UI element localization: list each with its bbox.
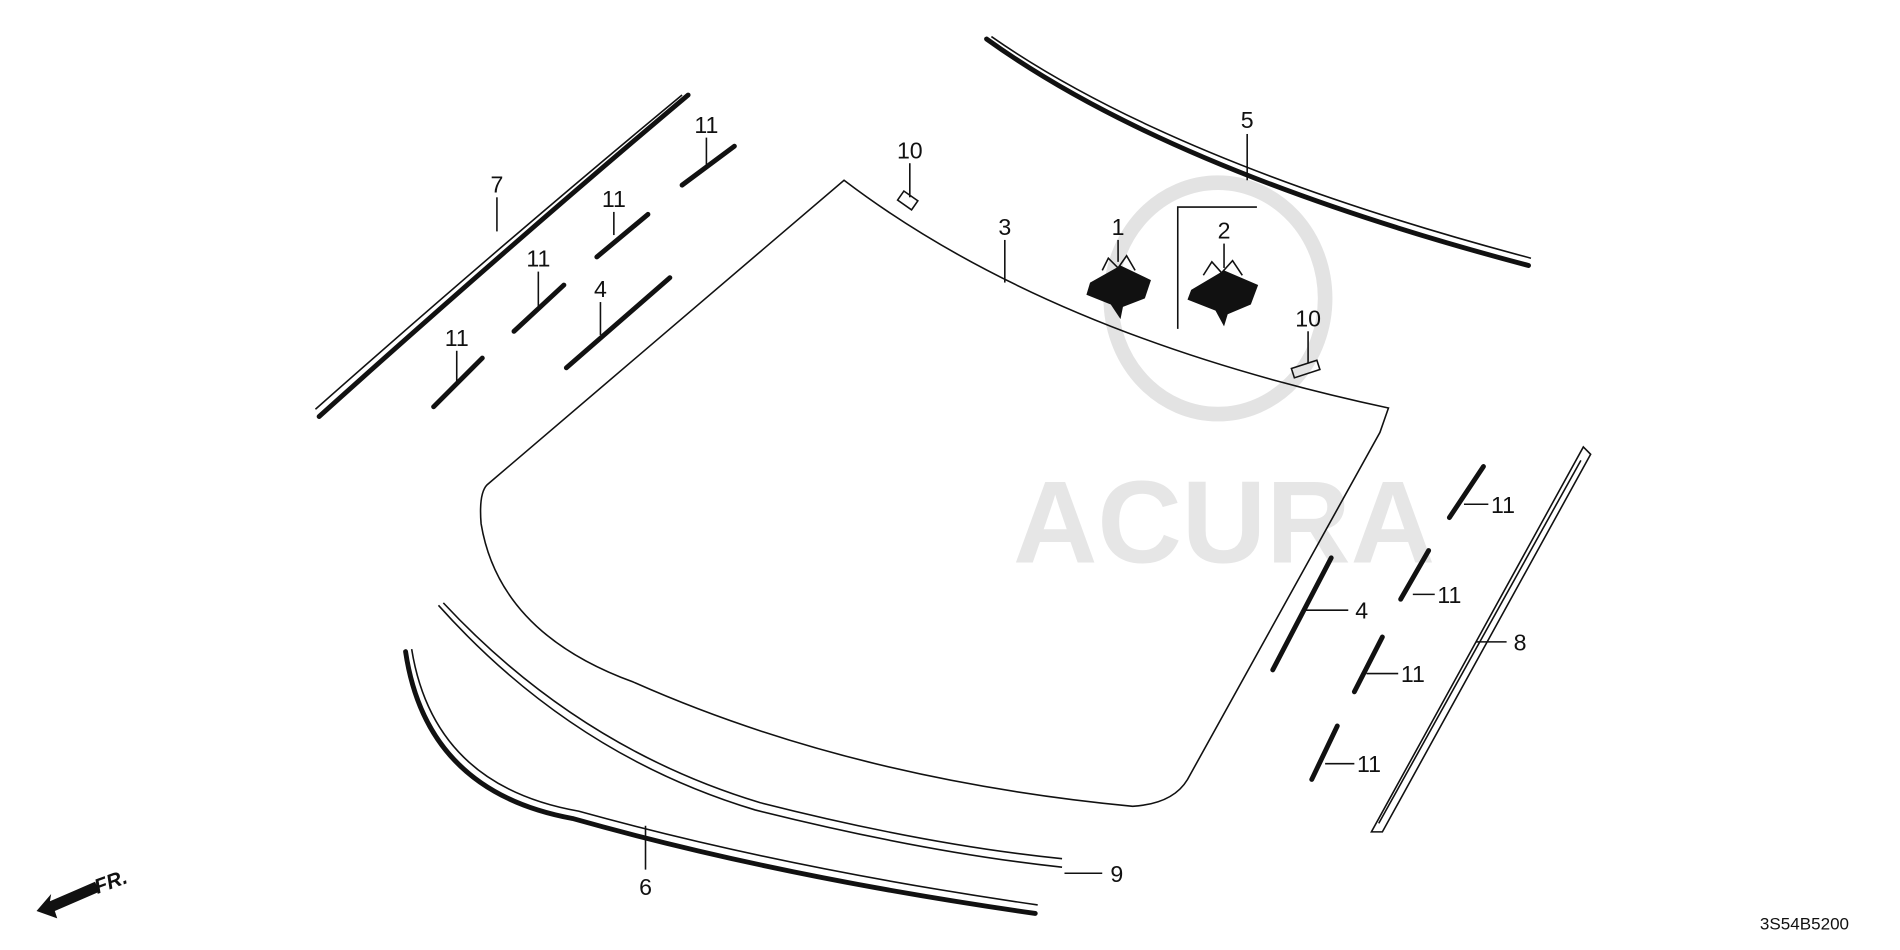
part-10-pad-left[interactable] <box>896 189 919 211</box>
part-10-pad-right[interactable] <box>1290 359 1321 379</box>
part-11-fastener[interactable] <box>1398 548 1432 602</box>
label-part-11: 11 <box>1401 661 1425 687</box>
label-part-11: 11 <box>1357 751 1381 777</box>
label-part-1: 1 <box>1112 214 1125 240</box>
diagram-code: 3S54B5200 <box>1760 914 1849 933</box>
label-part-4-left: 4 <box>594 276 607 302</box>
label-part-7: 7 <box>490 171 503 197</box>
part-4-right-spacer[interactable] <box>1270 555 1334 673</box>
part-9-dam-rubber[interactable] <box>437 602 1063 868</box>
label-part-10-right: 10 <box>1295 305 1321 331</box>
label-part-11: 11 <box>602 186 626 212</box>
label-part-11: 11 <box>526 246 550 272</box>
label-part-11: 11 <box>1437 582 1461 608</box>
acura-watermark: ACURA <box>1013 175 1435 588</box>
part-11-fastener[interactable] <box>431 355 485 410</box>
front-direction-indicator: FR. <box>36 866 130 919</box>
part-11-fastener[interactable] <box>679 143 737 188</box>
part-11-fastener[interactable] <box>594 211 651 260</box>
label-part-6: 6 <box>639 874 652 900</box>
label-part-5: 5 <box>1241 107 1254 133</box>
label-part-11: 11 <box>694 112 718 138</box>
label-part-4-right: 4 <box>1355 598 1368 624</box>
part-11-fastener[interactable] <box>1309 723 1340 782</box>
part-11-fastener[interactable] <box>1446 464 1486 521</box>
front-label: FR. <box>91 866 130 899</box>
part-4-left-spacer[interactable] <box>563 275 673 371</box>
label-part-10-left: 10 <box>897 137 923 163</box>
part-5-roof-molding[interactable] <box>984 35 1532 268</box>
watermark-text: ACURA <box>1013 457 1435 588</box>
part-1-mirror-base[interactable] <box>1086 254 1151 320</box>
label-part-9: 9 <box>1110 861 1123 887</box>
part-6-lower-molding[interactable] <box>403 649 1038 916</box>
part-11-fastener[interactable] <box>1351 634 1385 695</box>
label-part-8: 8 <box>1514 629 1527 655</box>
label-part-11: 11 <box>445 325 469 351</box>
label-part-11: 11 <box>1491 492 1515 518</box>
label-part-2: 2 <box>1218 218 1231 244</box>
part-11-fastener[interactable] <box>511 282 567 334</box>
part-11-fasteners <box>431 143 1486 782</box>
front-arrow-icon <box>36 881 100 919</box>
part-3-windshield-glass[interactable] <box>479 179 1390 808</box>
label-part-3: 3 <box>998 214 1011 240</box>
part-7-left-side-molding[interactable] <box>314 92 691 419</box>
part-2-sensor-bracket[interactable] <box>1187 259 1259 327</box>
leader-lines <box>455 133 1507 875</box>
